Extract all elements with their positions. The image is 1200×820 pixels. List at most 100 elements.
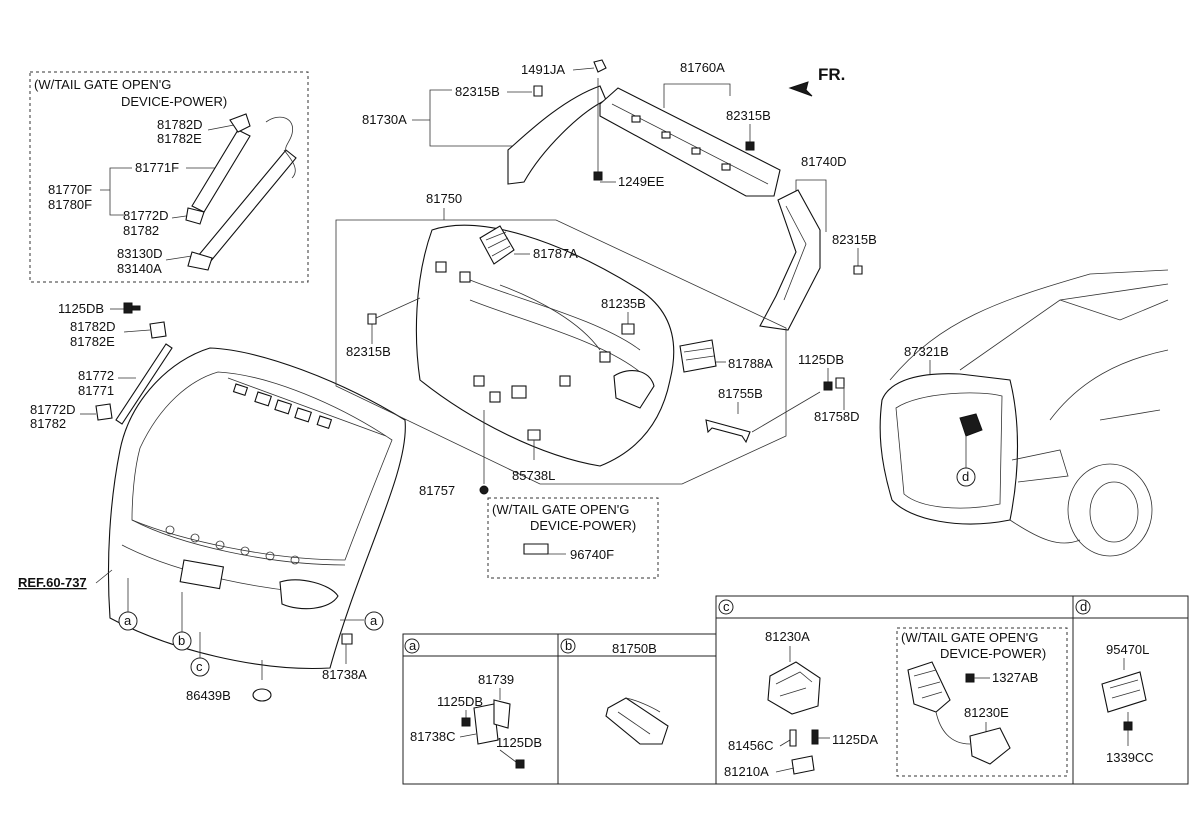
label-81730A: 81730A	[362, 112, 407, 127]
label-81771F: 81771F	[135, 160, 179, 175]
ref-60-737-link[interactable]: REF.60-737	[18, 575, 87, 590]
label-81782D-upper: 81782D	[157, 117, 203, 132]
label-81772D-upper: 81772D	[123, 208, 169, 223]
right-side-trim-81740D	[759, 189, 821, 331]
section-c-tag: c	[723, 599, 730, 614]
label-82315B-right2: 82315B	[832, 232, 877, 247]
label-81750B: 81750B	[612, 641, 657, 656]
label-1327AB: 1327AB	[992, 670, 1038, 685]
label-81772: 81772	[78, 368, 114, 383]
label-87321B: 87321B	[904, 344, 949, 359]
label-1125DB-mid: 1125DB	[798, 352, 844, 367]
upper-trim-group: 1491JA 82315B 81730A 1249EE 81760A 82315…	[362, 59, 877, 331]
label-81787A: 81787A	[533, 246, 578, 261]
power-switch-group: (W/TAIL GATE OPEN'G DEVICE-POWER) 96740F	[487, 497, 659, 579]
label-81739: 81739	[478, 672, 514, 687]
label-1125DB-left: 1125DB	[58, 301, 104, 316]
latch-81230E	[969, 727, 1011, 765]
callout-a-right	[364, 611, 384, 631]
vehicle-rear-view: 87321B d	[879, 269, 1169, 557]
label-1125DB-a1: 1125DB	[437, 694, 483, 709]
bumper-stop	[341, 633, 353, 645]
callout-d-vehicle: d	[962, 469, 969, 484]
gas-strut	[115, 343, 173, 425]
label-1339CC: 1339CC	[1106, 750, 1154, 765]
spindle-drive	[197, 149, 297, 263]
callout-b-label: b	[178, 633, 185, 648]
label-81750: 81750	[426, 191, 462, 206]
front-direction-label: FR.	[818, 65, 845, 84]
label-1125DA: 1125DA	[832, 732, 878, 747]
label-96740F: 96740F	[570, 547, 614, 562]
inner-trim-panel	[415, 224, 675, 467]
label-81456C: 81456C	[728, 738, 774, 753]
callout-a-left-label: a	[124, 613, 132, 628]
label-83140A: 83140A	[117, 261, 162, 276]
label-81230A: 81230A	[765, 629, 810, 644]
upper-trim-81760A	[599, 87, 781, 197]
module-95470L	[1101, 671, 1147, 713]
label-81758D: 81758D	[814, 409, 860, 424]
label-81772D-lower: 81772D	[30, 402, 76, 417]
latch-81230A	[767, 661, 821, 715]
power-latch-note-line2: DEVICE-POWER)	[940, 646, 1046, 661]
label-81782D-lower: 81782D	[70, 319, 116, 334]
callout-a-right-label: a	[370, 613, 378, 628]
lamp-81750B	[605, 697, 669, 745]
label-81230E: 81230E	[964, 705, 1009, 720]
power-actuator	[907, 661, 951, 713]
label-81771: 81771	[78, 383, 114, 398]
tailgate-weatherstrip	[879, 373, 1019, 525]
label-81788A: 81788A	[728, 356, 773, 371]
section-b-tag: b	[565, 638, 572, 653]
front-arrow-icon	[788, 81, 813, 97]
power-switch-box	[487, 497, 659, 579]
plug-86439B	[252, 688, 272, 702]
label-81235B: 81235B	[601, 296, 646, 311]
label-1249EE: 1249EE	[618, 174, 665, 189]
pull-handle-81755B	[705, 419, 751, 444]
label-81782E-lower: 81782E	[70, 334, 115, 349]
power-strut-group: (W/TAIL GATE OPEN'G DEVICE-POWER) 81782D…	[29, 71, 309, 283]
inner-trim-group: 81750 81787A 82315B 81235B 81788A 1125DB	[335, 191, 860, 498]
callout-c-label: c	[196, 659, 203, 674]
power-switch-note-line1: (W/TAIL GATE OPEN'G	[492, 502, 629, 517]
manual-strut-group: 1125DB 81782D 81782E 81772 81771 81772D …	[30, 301, 173, 431]
label-82315B-left: 82315B	[346, 344, 391, 359]
label-81740D: 81740D	[801, 154, 847, 169]
section-a-tag: a	[409, 638, 417, 653]
switch-96740F	[523, 543, 549, 555]
tailgate-panel: REF.60-737 a b c a 81738A 86439B	[18, 347, 406, 703]
label-81738A: 81738A	[322, 667, 367, 682]
label-81782-upper: 81782	[123, 223, 159, 238]
power-latch-box	[896, 627, 1068, 777]
detail-boxes: a b 81750B 81739 1125DB 81738C 1125DB c …	[402, 595, 1189, 785]
left-side-trim-81730A	[507, 85, 607, 185]
power-option-box	[29, 71, 309, 283]
grille-81788A	[679, 339, 717, 373]
callout-a-left	[118, 611, 138, 631]
grille-81787A	[479, 225, 515, 265]
label-81782E-upper: 81782E	[157, 131, 202, 146]
callout-c	[190, 657, 210, 677]
section-d-tag: d	[1080, 599, 1087, 614]
striker-81210A	[791, 755, 815, 775]
power-option-note-line2: DEVICE-POWER)	[121, 94, 227, 109]
label-81210A: 81210A	[724, 764, 769, 779]
label-81760A: 81760A	[680, 60, 725, 75]
label-83130D: 83130D	[117, 246, 163, 261]
label-81755B: 81755B	[718, 386, 763, 401]
label-81738C: 81738C	[410, 729, 456, 744]
inner-trim-outline	[335, 219, 787, 485]
power-latch-note-line1: (W/TAIL GATE OPEN'G	[901, 630, 1038, 645]
label-86439B: 86439B	[186, 688, 231, 703]
label-81770F: 81770F	[48, 182, 92, 197]
label-81780F: 81780F	[48, 197, 92, 212]
label-82315B-right1: 82315B	[726, 108, 771, 123]
part-d-location	[959, 413, 983, 437]
label-81782-lower: 81782	[30, 416, 66, 431]
bumper-bracket-81738C	[473, 703, 499, 745]
label-1125DB-a2: 1125DB	[496, 735, 542, 750]
latch-opening	[279, 579, 339, 610]
